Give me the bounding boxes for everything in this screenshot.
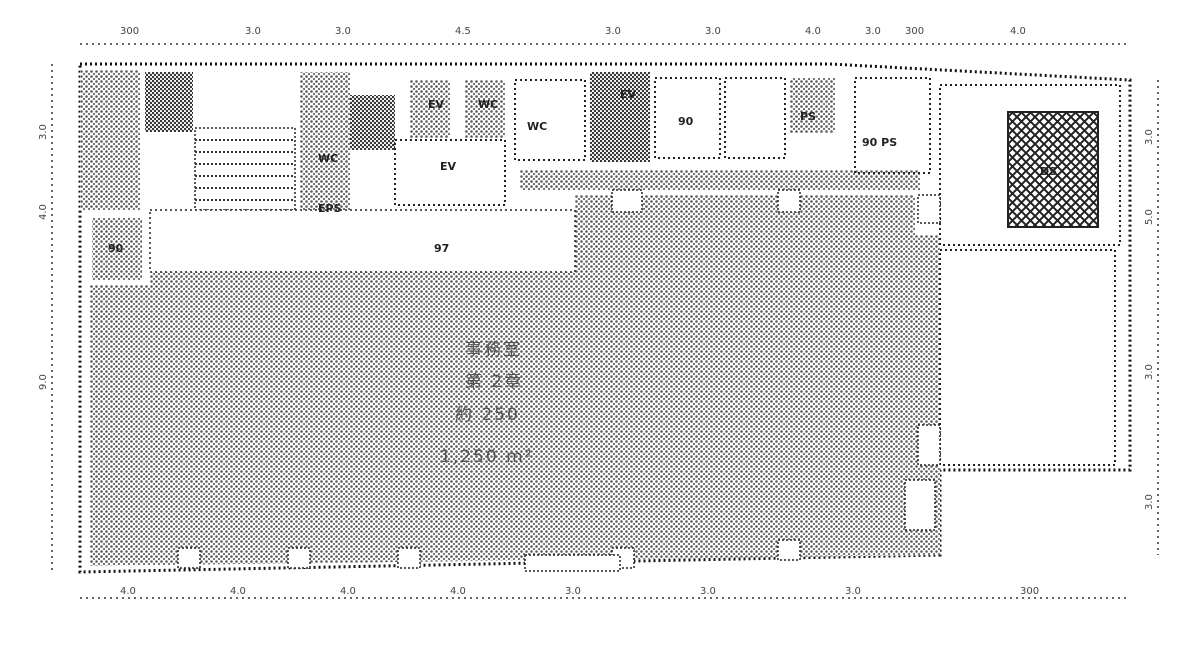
room-outline-c: [854, 77, 931, 174]
bottom-dim-3: 4.0: [340, 586, 356, 597]
main-label-line3: 約 250: [455, 405, 520, 425]
room-block-5: [590, 72, 650, 162]
bottom-dim-8: 300: [1020, 586, 1039, 597]
room-label-f: EV: [440, 160, 457, 173]
room-labels: 90 90 EV WC WC EV WC EPS EV PS 90 PS DS …: [108, 88, 1057, 255]
main-area-label: 事務室 第 2章 約 250 1,250 m²: [440, 340, 533, 467]
top-dim-6: 3.0: [705, 26, 721, 37]
bottom-dim-7: 3.0: [845, 586, 861, 597]
core-left-room: [92, 218, 142, 280]
top-dim-8: 3.0: [865, 26, 881, 37]
right-dimensions: 3.0 5.0 3.0 3.0: [1144, 129, 1155, 510]
bottom-dim-2: 4.0: [230, 586, 246, 597]
main-label-line2: 第 2章: [465, 372, 523, 392]
top-dim-9: 300: [905, 26, 924, 37]
main-label-line1: 事務室: [465, 340, 522, 360]
room-label-g: WC: [318, 152, 338, 165]
room-label-b: 90: [678, 115, 694, 128]
corridor: [149, 209, 576, 273]
room-label-k: 90 PS: [862, 136, 897, 149]
room-block-3: [410, 80, 450, 138]
duct-shaft: [1007, 111, 1099, 228]
room-label-i: EV: [620, 88, 637, 101]
left-dim-1: 3.0: [38, 124, 49, 140]
room-label-a: 90: [108, 242, 124, 255]
room-label-h: EPS: [318, 202, 342, 215]
room-block-2: [350, 95, 395, 150]
corridor-label: 97: [434, 242, 449, 255]
entrance: [524, 554, 621, 572]
bottom-dim-5: 3.0: [565, 586, 581, 597]
top-dim-3: 3.0: [335, 26, 351, 37]
bottom-dimensions: 4.0 4.0 4.0 4.0 3.0 3.0 3.0 300: [120, 586, 1039, 597]
top-dimensions: 300 3.0 3.0 4.5 3.0 3.0 4.0 3.0 300 4.0: [120, 26, 1026, 37]
right-upper-room: [939, 84, 1121, 246]
room-label-d: WC: [478, 98, 498, 111]
room-label-j: PS: [800, 110, 816, 123]
right-dim-1: 3.0: [1144, 129, 1155, 145]
right-dim-2: 5.0: [1144, 209, 1155, 225]
right-dim-4: 3.0: [1144, 494, 1155, 510]
top-dim-2: 3.0: [245, 26, 261, 37]
building-outline: [78, 62, 1132, 574]
office-area: [90, 195, 940, 566]
right-dim-3: 3.0: [1144, 364, 1155, 380]
bottom-dim-6: 3.0: [700, 586, 716, 597]
room-label-e: WC: [527, 120, 547, 133]
top-dim-10: 4.0: [1010, 26, 1026, 37]
room-label-l: DS: [1040, 165, 1057, 178]
room-outline-a: [654, 77, 721, 159]
core-left-wall: [80, 70, 140, 210]
room-block-4: [465, 80, 505, 138]
stair-well: [145, 72, 193, 132]
room-block-1: [300, 72, 350, 212]
left-dim-2: 4.0: [38, 204, 49, 220]
room-outline-b: [724, 77, 786, 159]
top-dim-4: 4.5: [455, 26, 471, 37]
bottom-dim-1: 4.0: [120, 586, 136, 597]
main-label-line4: 1,250 m²: [440, 447, 533, 467]
left-dimensions: 3.0 4.0 9.0: [38, 124, 49, 390]
left-dim-3: 9.0: [38, 374, 49, 390]
top-dim-5: 3.0: [605, 26, 621, 37]
room-outline-e: [514, 79, 586, 161]
bottom-dim-4: 4.0: [450, 586, 466, 597]
top-dim-7: 4.0: [805, 26, 821, 37]
right-lower-room: [939, 249, 1116, 466]
room-outline-d: [394, 139, 506, 206]
room-label-c: EV: [428, 98, 445, 111]
room-block-7: [520, 170, 920, 190]
room-block-6: [790, 78, 835, 133]
stairs: [194, 127, 296, 211]
top-dim-1: 300: [120, 26, 139, 37]
